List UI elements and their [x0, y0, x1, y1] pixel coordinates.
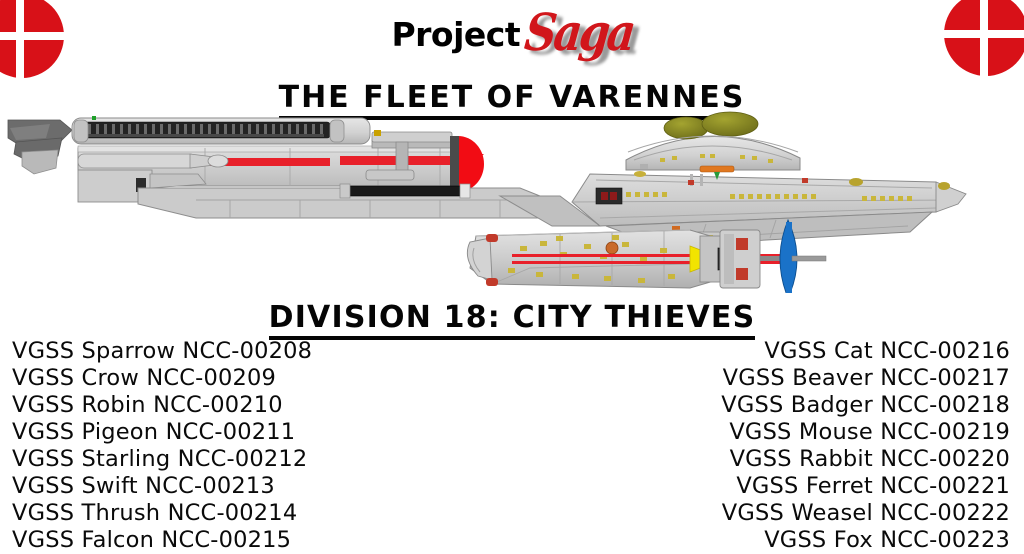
list-item: VGSS Beaver NCC-00217 — [722, 365, 1010, 391]
list-item: VGSS Falcon NCC-00215 — [12, 527, 292, 553]
division-title-text: DIVISION 18: CITY THIEVES — [268, 300, 756, 340]
list-item: VGSS Crow NCC-00209 — [12, 365, 277, 391]
starship-illustration — [0, 108, 1024, 293]
list-item: VGSS Rabbit NCC-00220 — [729, 446, 1010, 472]
logo-project-text: Project — [391, 15, 521, 54]
list-item: VGSS Pigeon NCC-00211 — [12, 419, 296, 445]
logo-saga-text: Saga — [521, 3, 636, 64]
list-item: VGSS Swift NCC-00213 — [12, 473, 275, 499]
fleet-roster: VGSS Sparrow NCC-00208 VGSS Crow NCC-002… — [0, 338, 1024, 554]
project-saga-logo: Project Saga Saga — [0, 4, 1024, 68]
roster-column-right: VGSS Cat NCC-00216 VGSS Beaver NCC-00217… — [512, 338, 1024, 554]
list-item: VGSS Sparrow NCC-00208 — [12, 338, 313, 364]
list-item: VGSS Robin NCC-00210 — [12, 392, 283, 418]
list-item: VGSS Badger NCC-00218 — [721, 392, 1010, 418]
list-item: VGSS Thrush NCC-00214 — [12, 500, 298, 526]
list-item: VGSS Ferret NCC-00221 — [736, 473, 1010, 499]
page-title: THE FLEET OF VARENNES — [0, 80, 1024, 120]
division-title: DIVISION 18: CITY THIEVES — [0, 300, 1024, 340]
smash-emblem-left — [0, 0, 70, 84]
list-item: VGSS Cat NCC-00216 — [764, 338, 1010, 364]
roster-column-left: VGSS Sparrow NCC-00208 VGSS Crow NCC-002… — [12, 338, 512, 554]
list-item: VGSS Mouse NCC-00219 — [729, 419, 1010, 445]
logo-saga-wordmark: Saga Saga — [522, 4, 642, 67]
list-item: VGSS Starling NCC-00212 — [12, 446, 308, 472]
list-item: VGSS Fox NCC-00223 — [764, 527, 1010, 553]
list-item: VGSS Weasel NCC-00222 — [721, 500, 1010, 526]
smash-emblem-right — [938, 0, 1024, 82]
fleet-title-text: THE FLEET OF VARENNES — [278, 80, 746, 120]
